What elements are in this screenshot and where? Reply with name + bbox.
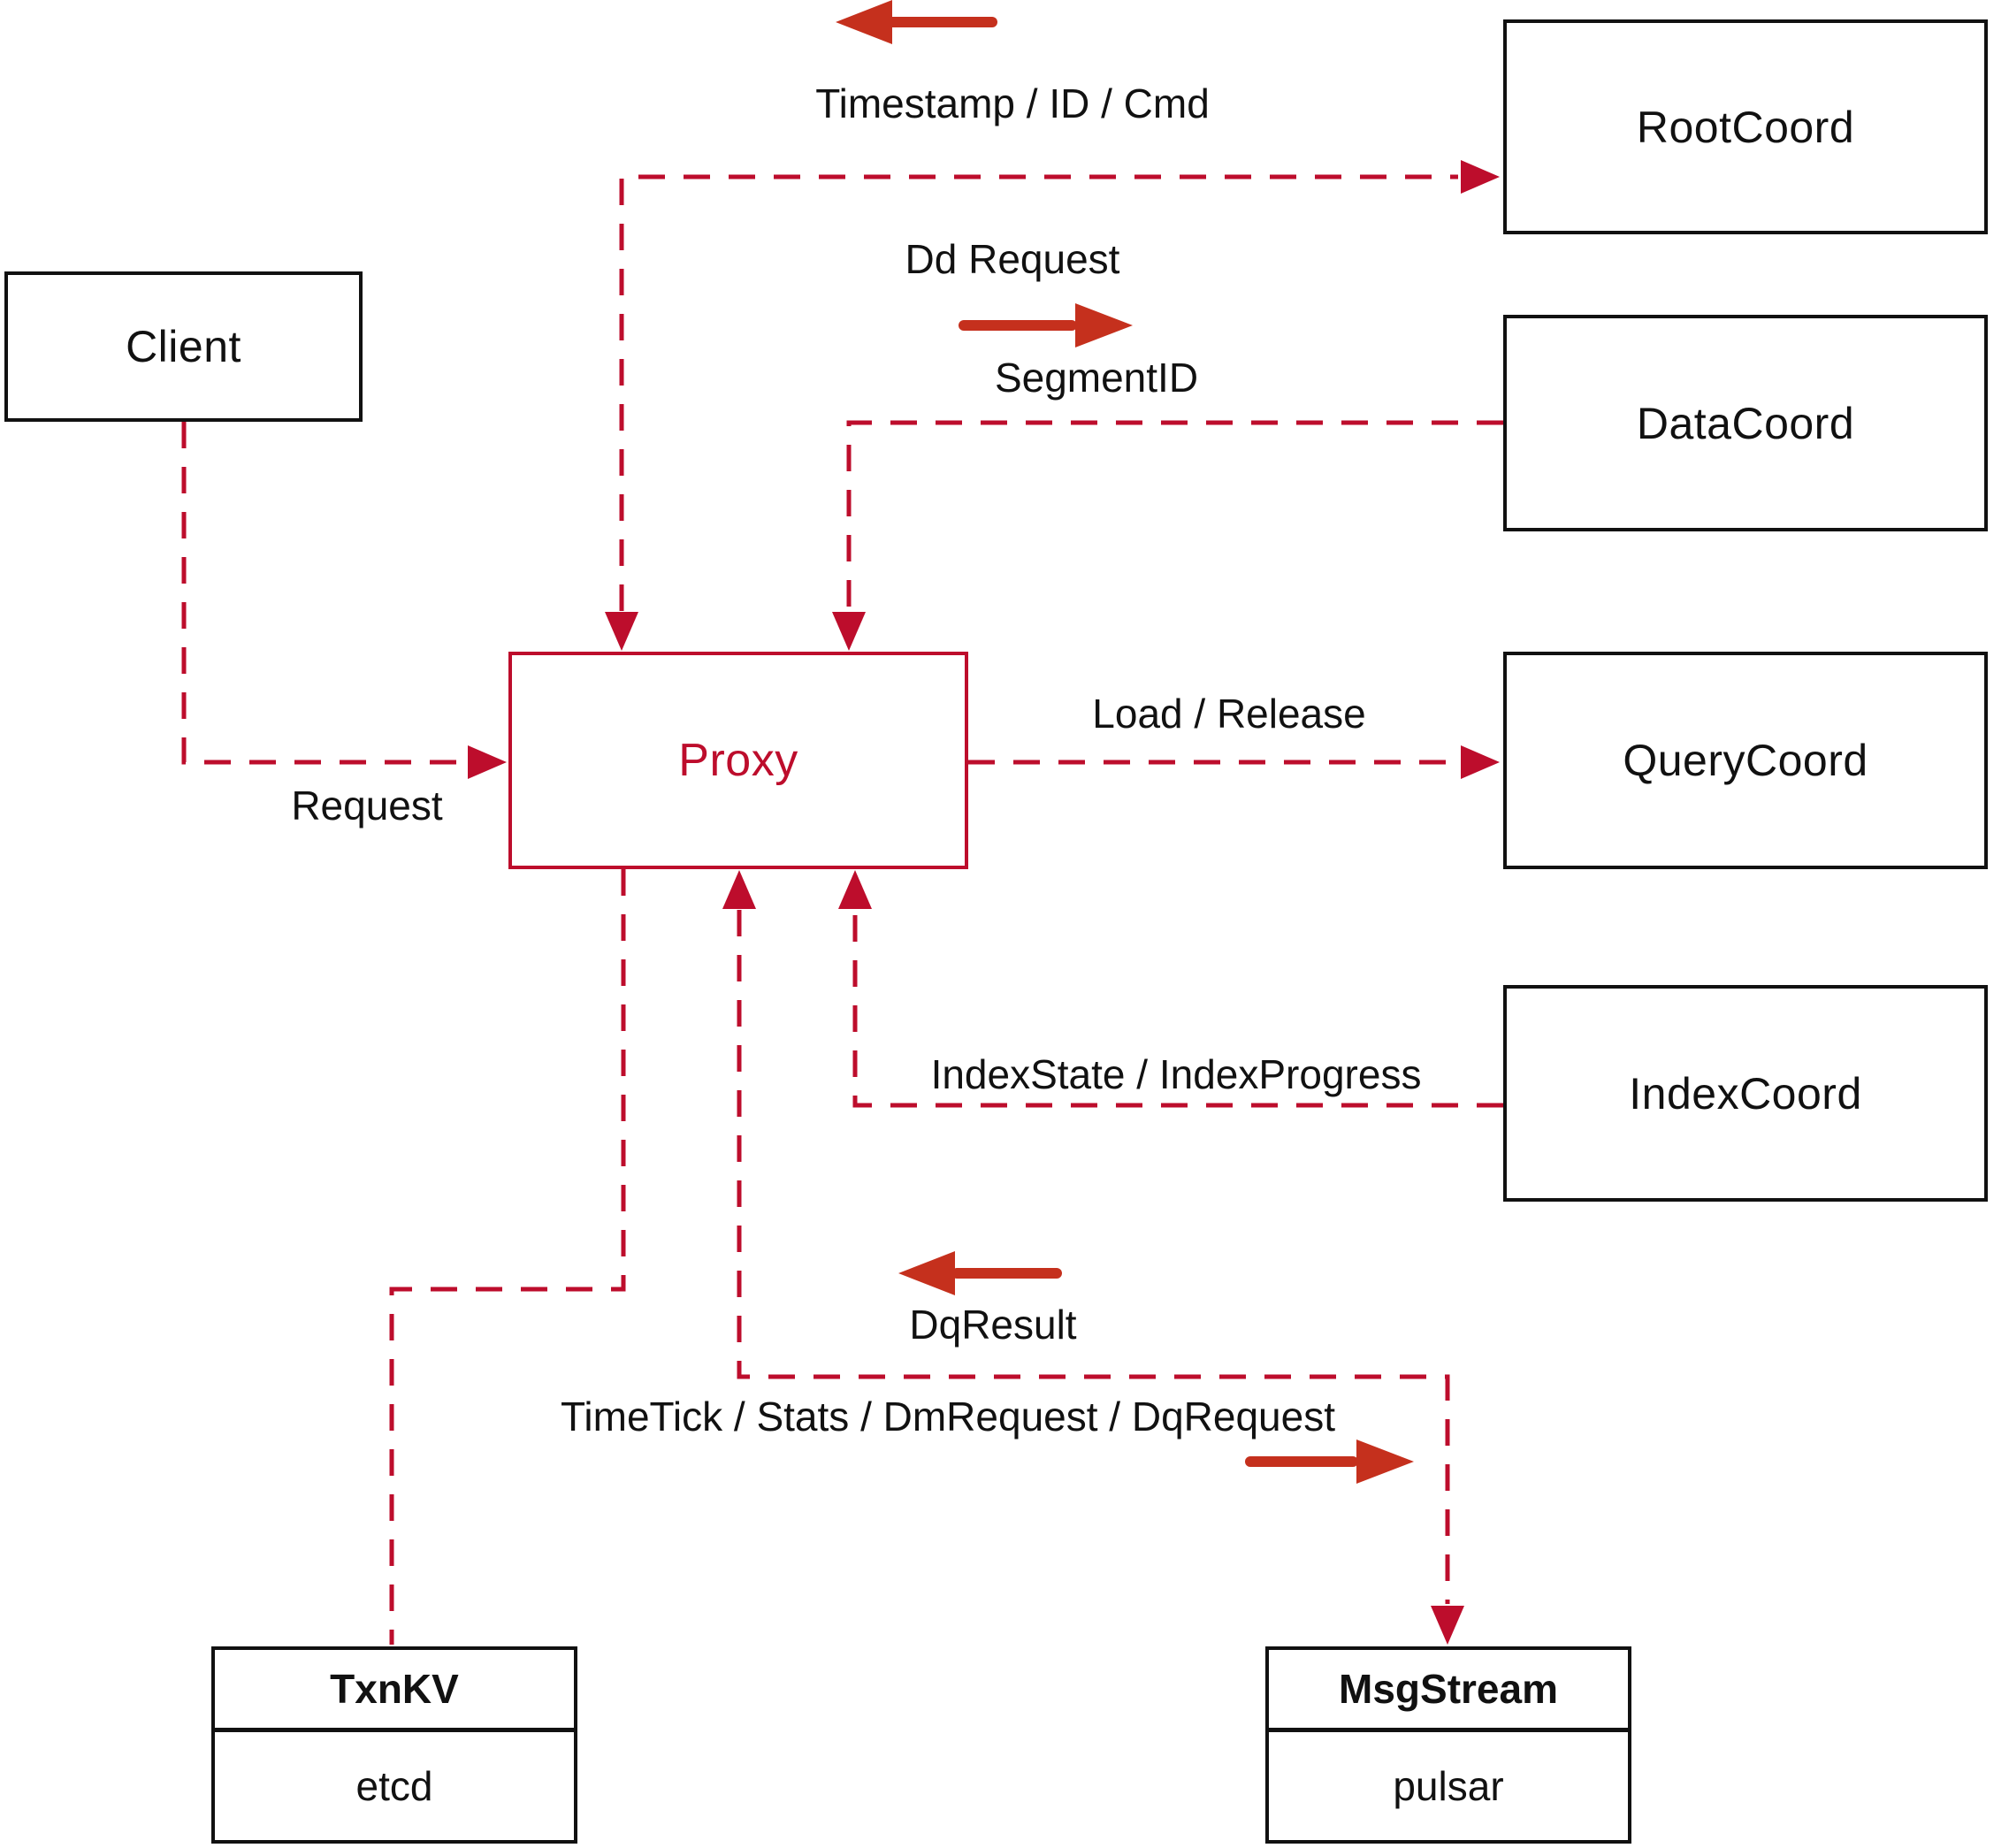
node-txnkv: TxnKV etcd [211,1646,577,1844]
edge-label-dqresult: DqResult [909,1302,1077,1348]
connector-indexcoord-proxy [838,870,1503,1108]
connector-proxy-querycoord [968,745,1500,779]
node-rootcoord: RootCoord [1503,19,1988,234]
edge-label-indexstate-indexprogress: IndexState / IndexProgress [930,1051,1422,1097]
node-txnkv-title: TxnKV [215,1650,574,1732]
arrowhead-into-rootcoord [1461,160,1500,194]
node-datacoord-label: DataCoord [1636,398,1855,448]
edge-label-segmentid: SegmentID [994,355,1199,401]
arrowhead-into-proxy-left [468,745,507,779]
node-msgstream: MsgStream pulsar [1265,1646,1631,1844]
direction-arrow-ddrequest-right [959,303,1133,347]
arrowhead-into-proxy-top-right [832,612,866,651]
edge-label-load-release: Load / Release [1092,691,1366,737]
connector-proxy-rootcoord [605,160,1500,651]
connector-datacoord-proxy [832,420,1503,651]
arrowhead-into-proxy-top-left [605,612,638,651]
node-client: Client [4,271,363,422]
edge-label-request: Request [291,783,443,829]
node-proxy-label: Proxy [678,735,798,786]
direction-arrow-timestamp-left [836,0,997,44]
edge-label-timestamp-id-cmd: Timestamp / ID / Cmd [815,80,1210,126]
node-msgstream-impl: pulsar [1393,1763,1504,1809]
arrowhead-into-msgstream [1431,1606,1464,1645]
node-proxy: Proxy [508,652,968,869]
node-indexcoord-label: IndexCoord [1629,1068,1862,1119]
node-querycoord-label: QueryCoord [1623,736,1868,785]
arrowhead-into-proxy-bottom-right [838,870,872,909]
arrowhead-into-querycoord [1461,745,1500,779]
arrowhead-into-proxy-bottom-left [722,870,756,909]
node-msgstream-title: MsgStream [1269,1650,1628,1732]
node-txnkv-impl: etcd [355,1763,433,1809]
direction-arrow-timetick-right [1245,1439,1414,1484]
node-querycoord: QueryCoord [1503,652,1988,869]
connector-client-proxy [181,422,507,779]
edge-label-dd-request: Dd Request [905,236,1120,282]
node-client-label: Client [126,322,241,371]
connector-proxy-txnkv [389,869,626,1645]
direction-arrow-dqresult-left [898,1251,1062,1295]
edge-label-timetick-stats-dmrequest-dqrequest: TimeTick / Stats / DmRequest / DqRequest [561,1394,1335,1439]
node-rootcoord-label: RootCoord [1636,102,1855,152]
connector-proxy-msgstream [722,870,1464,1645]
node-datacoord: DataCoord [1503,315,1988,531]
node-indexcoord: IndexCoord [1503,985,1988,1202]
